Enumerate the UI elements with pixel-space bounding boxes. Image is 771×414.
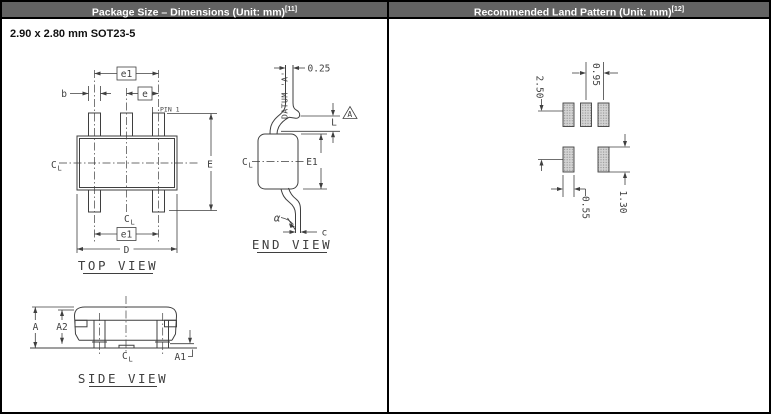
centerline-symbol-c: C [51,160,57,171]
dim-label-D: D [124,245,130,256]
dim-label-E1: E1 [306,157,318,168]
land-pattern-dimension-lines [538,62,630,197]
dim-label-L: L [331,118,337,129]
left-header-footnote: [11] [285,6,298,13]
centerline-symbol-c3: C [242,157,248,168]
dim-label-A: A [33,322,39,333]
side-view-drawing: A A2 A1 C L SIDE VIEW [29,296,197,387]
dim-label-e: e [142,89,148,100]
top-view-drawing: e1 b e PIN 1 C L E C L e1 D TOP VIEW [51,66,218,274]
pin1-label: PIN 1 [160,106,180,114]
end-view-body [257,65,301,233]
land-pads [562,102,610,173]
end-view-title: END VIEW [252,237,332,252]
dim-label-pitch: 0.95 [590,63,601,86]
top-view-centerlines [59,70,199,242]
dim-label-row-spacing: 2.50 [534,76,545,99]
centerline-symbol-l: L [58,165,62,173]
end-view-dimension-lines [274,66,358,234]
right-header-footnote: [12] [671,6,685,13]
package-subtitle: 2.90 x 2.80 mm SOT23-5 [10,28,136,40]
package-dimensions-column: Package Size – Dimensions (Unit: mm)[11]… [2,2,389,412]
centerline-symbol-c2: C [124,214,130,225]
land-pattern-drawing: 0.95 2.50 1.30 0.55 [534,62,630,219]
datum-a-label: DATUM 'A' [281,71,290,119]
dim-label-pad-height: 1.30 [617,191,628,214]
dim-label-A2: A2 [56,322,67,333]
datum-flag-letter: A [347,110,352,119]
dim-label-E: E [207,160,213,171]
left-column-header: Package Size – Dimensions (Unit: mm)[11] [2,2,387,19]
centerline-symbol-c4: C [122,351,128,362]
left-header-title: Package Size – Dimensions (Unit: mm) [91,6,286,19]
dim-label-b: b [61,89,67,100]
dim-label-e1-top: e1 [121,69,133,80]
side-view-dimension-lines [32,306,194,357]
land-pattern-column: Recommended Land Pattern (Unit: mm)[12] [389,2,769,412]
top-view-dimension-lines [70,66,217,253]
dim-label-alpha: α [274,213,281,225]
side-view-body [30,306,197,349]
dim-label-e1-bottom: e1 [121,229,133,240]
dim-label-A1: A1 [175,352,187,363]
side-view-title: SIDE VIEW [78,371,168,386]
centerline-symbol-l4: L [129,356,133,364]
right-column-header: Recommended Land Pattern (Unit: mm)[12] [389,2,769,19]
right-header-title: Recommended Land Pattern (Unit: mm) [473,6,672,19]
centerline-symbol-l3: L [249,162,253,170]
end-view-drawing: 0.25 DATUM 'A' A L C L E1 α c END VIEW [242,63,358,253]
top-view-body [76,112,178,213]
dim-label-pad-width: 0.55 [580,196,591,219]
centerline-symbol-l2: L [131,219,135,227]
top-view-title: TOP VIEW [78,258,158,273]
dim-label-c: c [322,228,328,239]
dim-label-025: 0.25 [308,63,331,74]
